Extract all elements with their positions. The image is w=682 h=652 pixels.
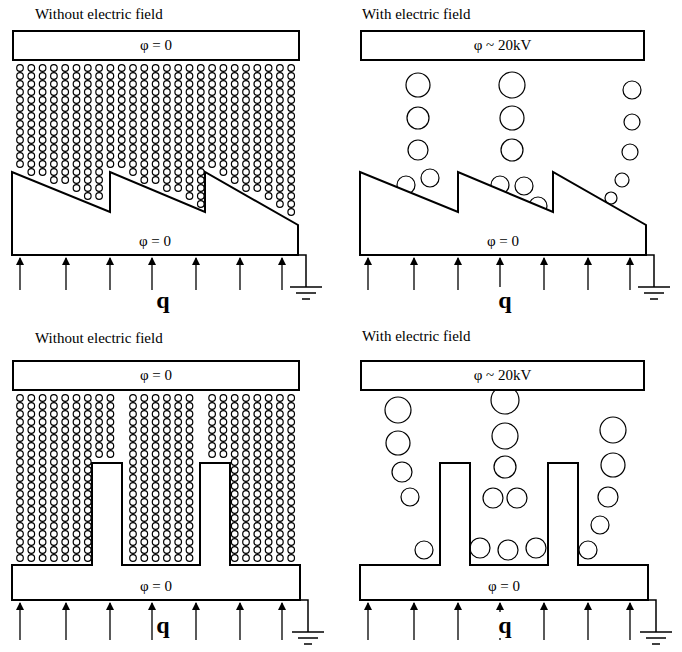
panel-title: Without electric field xyxy=(35,6,163,23)
ground-electrode: φ = 0 xyxy=(12,463,300,600)
potential-label: φ = 0 xyxy=(140,367,172,384)
potential-label: φ = 0 xyxy=(140,37,172,54)
ground-electrode: φ = 0 xyxy=(12,172,298,255)
potential-label: φ = 0 xyxy=(488,578,520,595)
heat-flux-symbol: q xyxy=(496,612,513,638)
electrode-plate: φ ~ 20kV xyxy=(360,30,645,61)
potential-label: φ = 0 xyxy=(140,578,172,595)
heat-flux-symbol: q xyxy=(154,612,171,638)
electrode-plate: φ = 0 xyxy=(12,360,300,391)
potential-label: φ = 0 xyxy=(487,233,519,250)
electrode-plate: φ = 0 xyxy=(12,30,300,61)
potential-label: φ ~ 20kV xyxy=(474,367,532,384)
heat-flux-symbol: q xyxy=(154,287,171,313)
panel-title: With electric field xyxy=(362,328,471,345)
panel-title: Without electric field xyxy=(35,330,163,347)
potential-label: φ = 0 xyxy=(139,233,171,250)
panel-title: With electric field xyxy=(362,6,471,23)
heat-flux-symbol: q xyxy=(496,287,513,313)
potential-label: φ ~ 20kV xyxy=(474,37,532,54)
ground-electrode: φ = 0 xyxy=(360,463,648,600)
ground-electrode: φ = 0 xyxy=(360,172,646,255)
electrode-plate: φ ~ 20kV xyxy=(360,360,645,391)
